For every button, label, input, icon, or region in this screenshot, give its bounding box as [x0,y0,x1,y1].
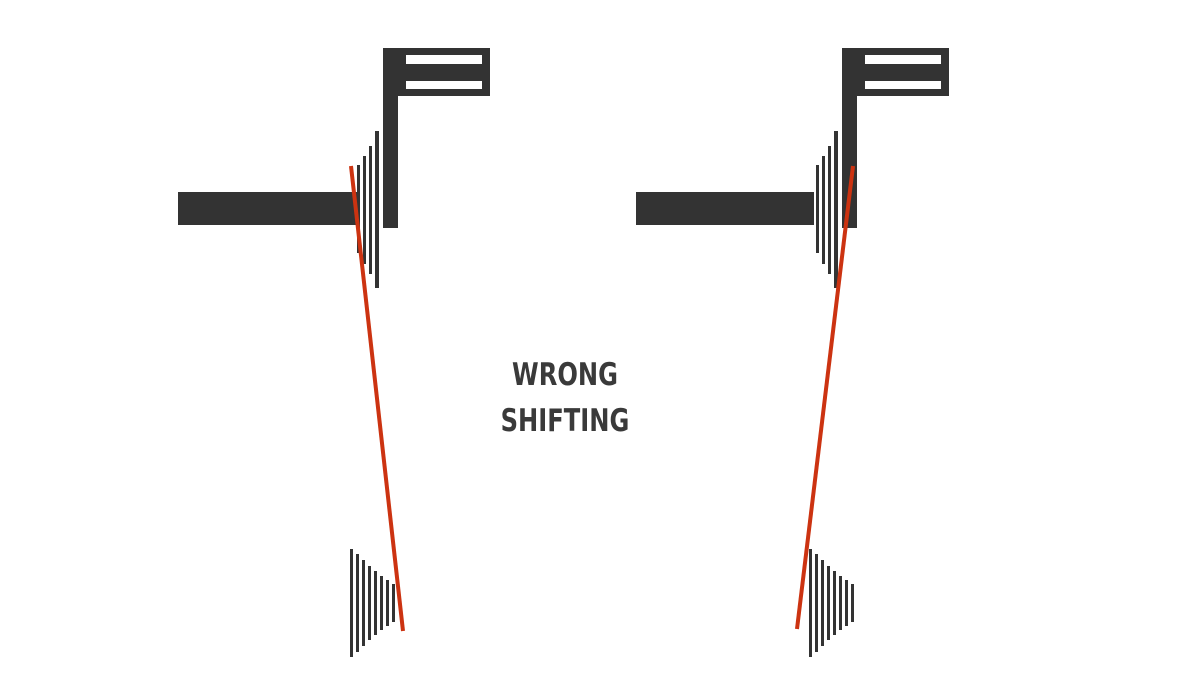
right-chainring-4 [822,156,825,264]
left-cog [362,560,365,646]
left-chainring-3 [369,146,372,274]
right-crank-arm [636,192,814,225]
right-chainring-large [842,48,857,228]
right-cog [815,554,818,652]
left-chain [349,165,405,632]
left-cassette [350,549,395,657]
right-pedal [857,48,949,96]
left-cog [356,554,359,652]
caption-line-2: SHIFTING [500,403,630,439]
left-chainring-large [383,48,398,228]
right-chain [795,165,855,630]
right-cog-smallest [851,584,854,622]
left-chainrings [357,48,398,288]
right-cog [827,566,830,640]
left-cog-largest [350,549,353,657]
left-cog-smallest [392,584,395,622]
caption-line-1: WRONG [512,357,618,393]
left-cog [368,566,371,640]
left-drivetrain [178,48,490,657]
left-cog [380,576,383,630]
right-drivetrain [636,48,949,657]
right-cog [845,580,848,626]
right-chainring-3 [828,146,831,274]
left-chainring-2 [375,131,379,288]
right-chainrings [816,48,857,288]
right-cog-largest [809,549,812,657]
left-cog [374,571,377,635]
right-cog [821,560,824,646]
right-chainring-2 [834,131,838,288]
left-chainring-4 [363,156,366,264]
left-crank-arm [178,192,360,225]
left-cog [386,580,389,626]
right-cog [833,571,836,635]
left-pedal [398,48,490,96]
right-cassette [809,549,854,657]
left-chainring-small [357,165,360,253]
right-chainring-small [816,165,819,253]
diagram-caption: WRONG SHIFTING [491,352,639,444]
right-cog [839,576,842,630]
